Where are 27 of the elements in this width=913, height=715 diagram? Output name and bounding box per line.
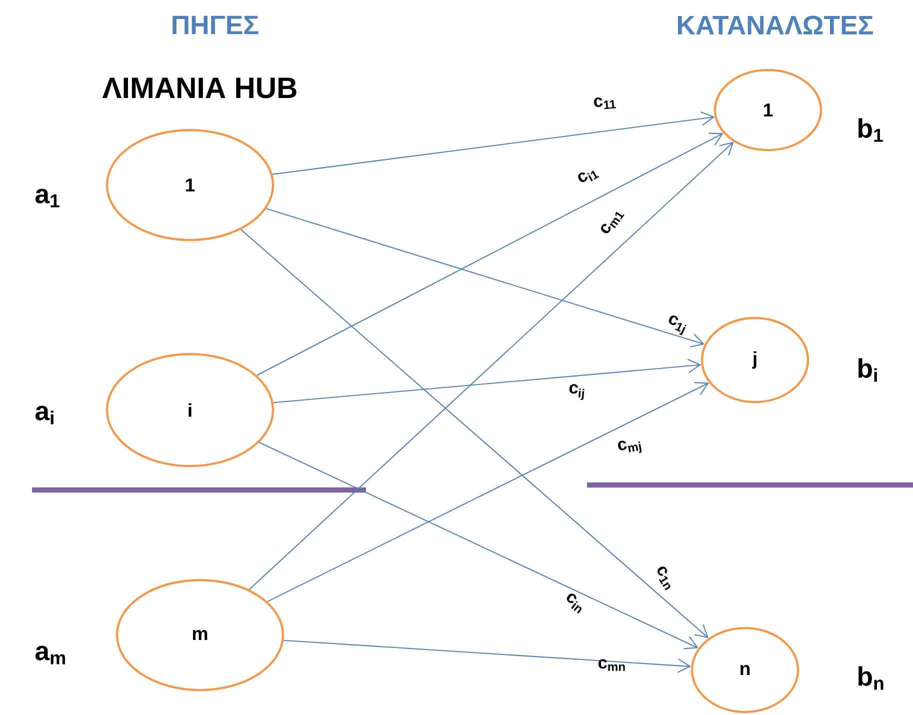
group-heading: ΛΙΜΑΝΙΑ HUB — [102, 78, 296, 98]
arrow — [256, 132, 724, 376]
edge-label: c$_{mj}$ — [618, 440, 642, 454]
column-heading: ΠΗΓΕΣ — [172, 16, 258, 34]
arrow — [266, 208, 705, 348]
arrow — [267, 382, 710, 602]
quantity-label: a$_{1}$ — [36, 188, 60, 208]
edge-label: c$_{1n}$ — [658, 566, 670, 590]
edge-label: c$_{mn}$ — [598, 659, 625, 671]
edge-label: c$_{m1}$ — [601, 212, 624, 234]
quantity-label: a$_{i}$ — [36, 406, 54, 424]
arrow — [273, 358, 702, 404]
arrow — [284, 640, 692, 673]
quantity-label: b$_{i}$ — [858, 358, 877, 382]
quantity-label: b$_{n}$ — [858, 666, 884, 690]
arrow — [258, 442, 698, 650]
edge-label: c$_{11}$ — [594, 98, 616, 110]
edge-label: c$_{i1}$ — [578, 170, 600, 182]
arrow — [240, 229, 709, 638]
edge-label: c$_{ij}$ — [569, 384, 584, 400]
arrow — [248, 142, 734, 590]
column-heading: ΚΑΤΑΝΑΛΩΤΕΣ — [678, 16, 874, 34]
edge-label: c$_{in}$ — [566, 594, 582, 614]
arrow — [272, 112, 715, 175]
quantity-label: a$_{m}$ — [36, 646, 65, 664]
quantity-label: b$_{1}$ — [858, 118, 883, 142]
edge-label: c$_{1j}$ — [668, 315, 686, 336]
